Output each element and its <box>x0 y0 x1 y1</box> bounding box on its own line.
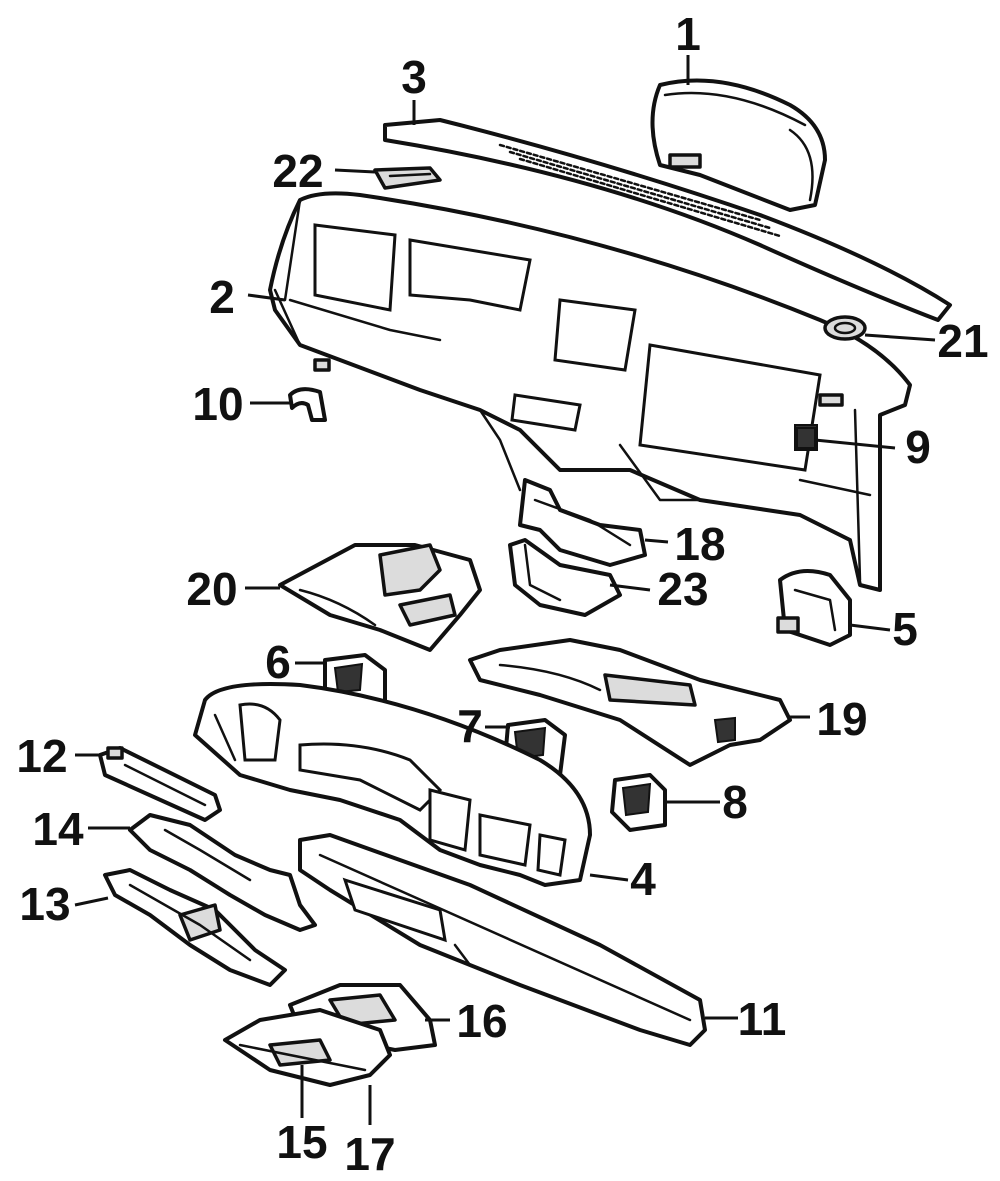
callout-2: 2 <box>209 271 235 323</box>
part-15-lower-bracket[interactable] <box>223 1008 392 1087</box>
callout-18: 18 <box>674 518 725 570</box>
part-20-left-insulator[interactable] <box>278 543 482 652</box>
callout-16: 16 <box>456 995 507 1047</box>
part-12-trim-panel[interactable] <box>98 746 222 822</box>
part-11-lower-panel[interactable] <box>298 833 707 1047</box>
callout-5: 5 <box>892 603 918 655</box>
callout-21: 21 <box>937 315 988 367</box>
callout-3: 3 <box>401 51 427 103</box>
part-19-right-insulator[interactable] <box>468 638 792 767</box>
callout-1: 1 <box>675 8 701 60</box>
callout-22: 22 <box>272 145 323 197</box>
callout-numbers: 1 2 3 4 5 6 7 8 9 10 11 12 13 14 15 16 1… <box>16 8 988 1180</box>
callout-13: 13 <box>19 878 70 930</box>
callout-19: 19 <box>816 693 867 745</box>
callout-11: 11 <box>738 993 787 1045</box>
part-3-defroster-grille[interactable] <box>383 118 952 322</box>
part-10-bracket[interactable] <box>288 387 327 422</box>
callout-8: 8 <box>722 776 748 828</box>
part-21-speaker-grille[interactable] <box>823 315 867 341</box>
part-22-speaker-grille[interactable] <box>373 166 442 190</box>
callout-7: 7 <box>457 700 483 752</box>
part-13-knee-bolster[interactable] <box>103 868 287 987</box>
callout-14: 14 <box>32 803 84 855</box>
part-4-cluster-bezel[interactable] <box>193 682 592 887</box>
part-5-vent[interactable] <box>776 569 852 647</box>
part-9-switch[interactable] <box>796 427 816 449</box>
callout-12: 12 <box>16 730 67 782</box>
part-23-console-trim[interactable] <box>508 538 622 617</box>
callout-6: 6 <box>265 636 291 688</box>
callout-4: 4 <box>630 853 656 905</box>
callout-23: 23 <box>657 563 708 615</box>
callout-15: 15 <box>276 1116 327 1168</box>
leader-lines <box>74 55 936 1125</box>
part-18-console-bracket[interactable] <box>518 478 647 567</box>
part-14-lower-trim[interactable] <box>128 813 317 932</box>
callout-17: 17 <box>344 1128 395 1180</box>
part-8-vent[interactable] <box>610 773 667 832</box>
part-1-airbag-module[interactable] <box>650 78 827 212</box>
callout-20: 20 <box>186 563 237 615</box>
callout-9: 9 <box>905 421 931 473</box>
callout-10: 10 <box>192 378 243 430</box>
